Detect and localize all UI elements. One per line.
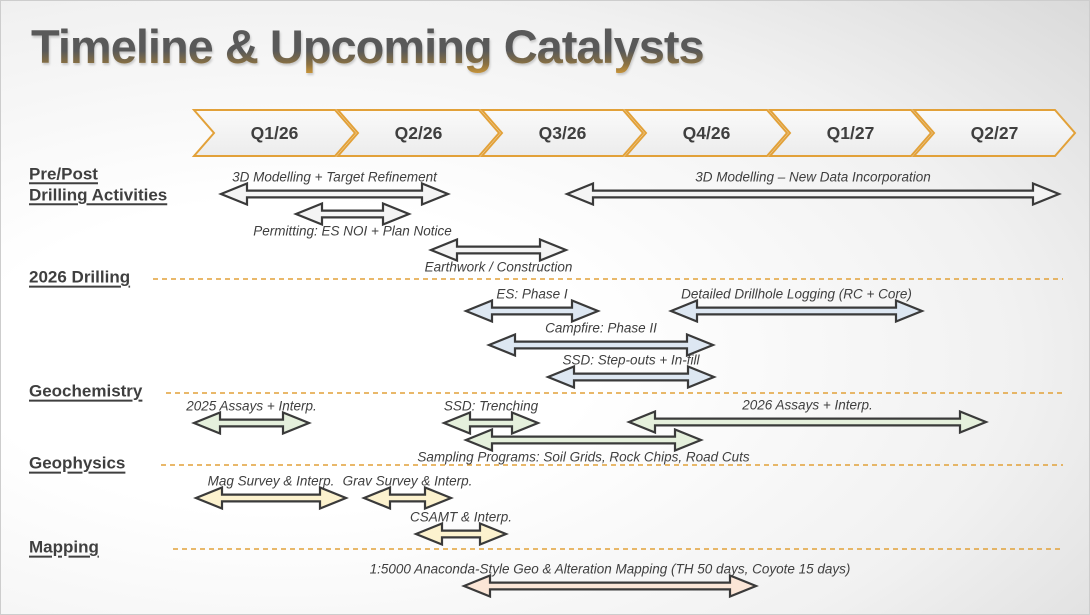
task-arrow xyxy=(218,181,451,207)
section-label-drilling-2026: 2026 Drilling xyxy=(29,268,130,289)
quarter-chevron xyxy=(767,109,933,157)
section-label-line: Geochemistry xyxy=(29,381,143,401)
task-arrow xyxy=(463,427,704,453)
quarter-label: Q1/27 xyxy=(827,123,875,143)
task-label: Earthwork / Construction xyxy=(424,259,573,275)
quarter-label: Q3/26 xyxy=(539,123,587,143)
quarter-chevron xyxy=(335,109,501,157)
section-label-line: Mapping xyxy=(29,537,99,557)
task-arrow xyxy=(191,410,312,436)
task-label: Grav Survey & Interp. xyxy=(342,473,473,489)
quarter-chevron xyxy=(479,109,645,157)
quarter-label: Q2/27 xyxy=(971,123,1019,143)
task-arrow xyxy=(626,409,989,435)
task-arrow xyxy=(413,521,509,547)
quarter-label: Q2/26 xyxy=(395,123,443,143)
page-title: Timeline & Upcoming Catalysts xyxy=(31,20,705,73)
section-label-line: Geophysics xyxy=(29,453,126,473)
quarter-chevron xyxy=(191,109,357,157)
quarter-chevron xyxy=(623,109,789,157)
task-arrow xyxy=(441,410,541,436)
task-label: Permitting: ES NOI + Plan Notice xyxy=(253,223,452,239)
quarter-label: Q1/26 xyxy=(251,123,299,143)
task-label: 3D Modelling – New Data Incorporation xyxy=(695,169,931,185)
section-label-line: Pre/Post xyxy=(29,164,98,184)
section-label-line: 2026 Drilling xyxy=(29,267,131,287)
section-label-geochemistry: Geochemistry xyxy=(29,382,142,403)
task-arrow xyxy=(461,573,759,599)
task-arrow xyxy=(668,298,925,324)
task-label: Mag Survey & Interp. xyxy=(207,473,335,489)
task-label: CSAMT & Interp. xyxy=(409,509,513,525)
task-arrow xyxy=(463,298,601,324)
task-arrow xyxy=(293,201,412,227)
task-label: 2026 Assays + Interp. xyxy=(742,397,873,413)
section-label-line: Drilling Activities xyxy=(29,185,168,204)
section-label-mapping: Mapping xyxy=(29,538,99,559)
quarter-chevron xyxy=(911,109,1077,157)
task-label: 2025 Assays + Interp. xyxy=(186,398,317,414)
task-label: SSD: Step-outs + In-fill xyxy=(562,352,700,368)
task-label: ES: Phase I xyxy=(496,286,568,302)
task-arrow xyxy=(193,485,349,511)
task-label: SSD: Trenching xyxy=(443,398,539,414)
section-label-geophysics: Geophysics xyxy=(29,454,125,475)
task-label: Sampling Programs: Soil Grids, Rock Chip… xyxy=(417,449,750,465)
task-label: Detailed Drillhole Logging (RC + Core) xyxy=(681,286,912,302)
task-arrow xyxy=(486,332,716,358)
task-arrow xyxy=(545,364,717,390)
task-label: 3D Modelling + Target Refinement xyxy=(232,169,437,185)
task-arrow xyxy=(361,485,454,511)
task-arrow xyxy=(564,181,1062,207)
quarter-label: Q4/26 xyxy=(683,123,731,143)
task-label: 1:5000 Anaconda-Style Geo & Alteration M… xyxy=(369,561,851,577)
task-label: Campfire: Phase II xyxy=(545,320,657,336)
task-arrow xyxy=(428,237,569,263)
